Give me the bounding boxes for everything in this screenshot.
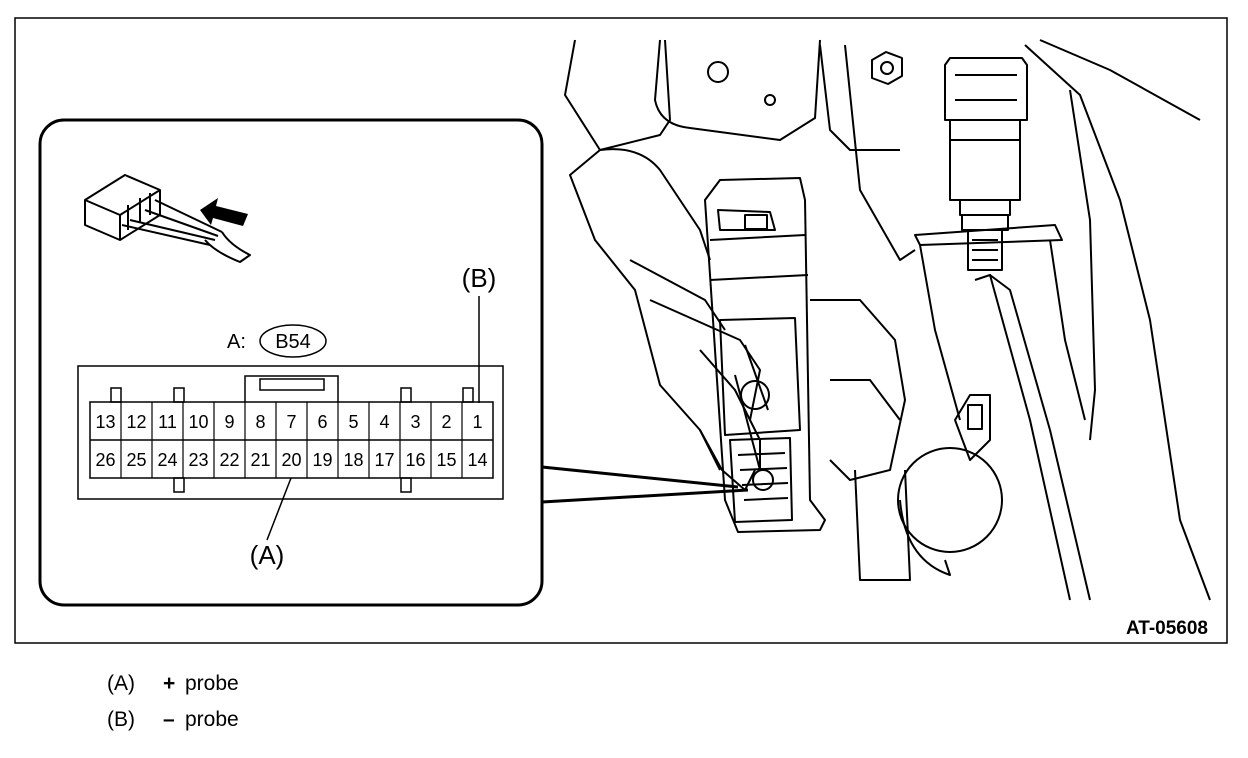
pin-number: 22 bbox=[219, 450, 239, 470]
pin-number: 24 bbox=[157, 450, 177, 470]
leader-line-lower bbox=[541, 488, 749, 504]
pin-number: 20 bbox=[281, 450, 301, 470]
leader-line-upper bbox=[541, 465, 739, 489]
figure-code: AT-05608 bbox=[1126, 618, 1208, 639]
pin-number: 16 bbox=[405, 450, 425, 470]
legend-key-b: (B) bbox=[107, 708, 135, 731]
callout-a-leader bbox=[266, 477, 292, 541]
pin-number: 18 bbox=[343, 450, 363, 470]
pin-number: 6 bbox=[317, 412, 327, 432]
callout-b-label: (B) bbox=[462, 263, 497, 293]
pin-number: 9 bbox=[224, 412, 234, 432]
legend-item-a: (A) + probe bbox=[107, 672, 239, 696]
arrow-icon bbox=[200, 198, 248, 226]
pin-number: 8 bbox=[255, 412, 265, 432]
pin-number: 4 bbox=[379, 412, 389, 432]
connector-sketch bbox=[84, 174, 251, 263]
pin-number: 12 bbox=[126, 412, 146, 432]
legend-key-a: (A) bbox=[107, 672, 135, 695]
pin-number: 13 bbox=[95, 412, 115, 432]
dashboard-illustration bbox=[564, 39, 1211, 601]
pin-number: 17 bbox=[374, 450, 394, 470]
legend-symbol-plus: + bbox=[163, 672, 176, 695]
pin-number: 26 bbox=[95, 450, 115, 470]
figure-frame bbox=[14, 17, 1228, 644]
pin-number: 11 bbox=[158, 412, 177, 432]
pin-number: 1 bbox=[472, 412, 482, 432]
pin-number: 21 bbox=[250, 450, 270, 470]
legend-item-b: (B) – probe bbox=[107, 708, 239, 732]
pin-number: 25 bbox=[126, 450, 146, 470]
pin-number: 7 bbox=[286, 412, 296, 432]
pin-number: 14 bbox=[467, 450, 487, 470]
connector-id-oval bbox=[259, 324, 327, 358]
pin-number: 5 bbox=[348, 412, 358, 432]
connector-face bbox=[77, 365, 504, 500]
pin-number: 19 bbox=[312, 450, 332, 470]
pin-number: 10 bbox=[188, 412, 208, 432]
pin-number: 3 bbox=[410, 412, 420, 432]
pin-number: 23 bbox=[188, 450, 208, 470]
callout-a-label: (A) bbox=[250, 540, 285, 570]
legend-text-b: probe bbox=[185, 708, 239, 731]
legend-symbol-minus: – bbox=[163, 708, 175, 731]
connector-prefix: A: bbox=[227, 331, 246, 353]
pin-number: 15 bbox=[436, 450, 456, 470]
legend-text-a: probe bbox=[185, 672, 239, 695]
pin-number: 2 bbox=[441, 412, 451, 432]
connector-id: B54 bbox=[275, 331, 311, 353]
